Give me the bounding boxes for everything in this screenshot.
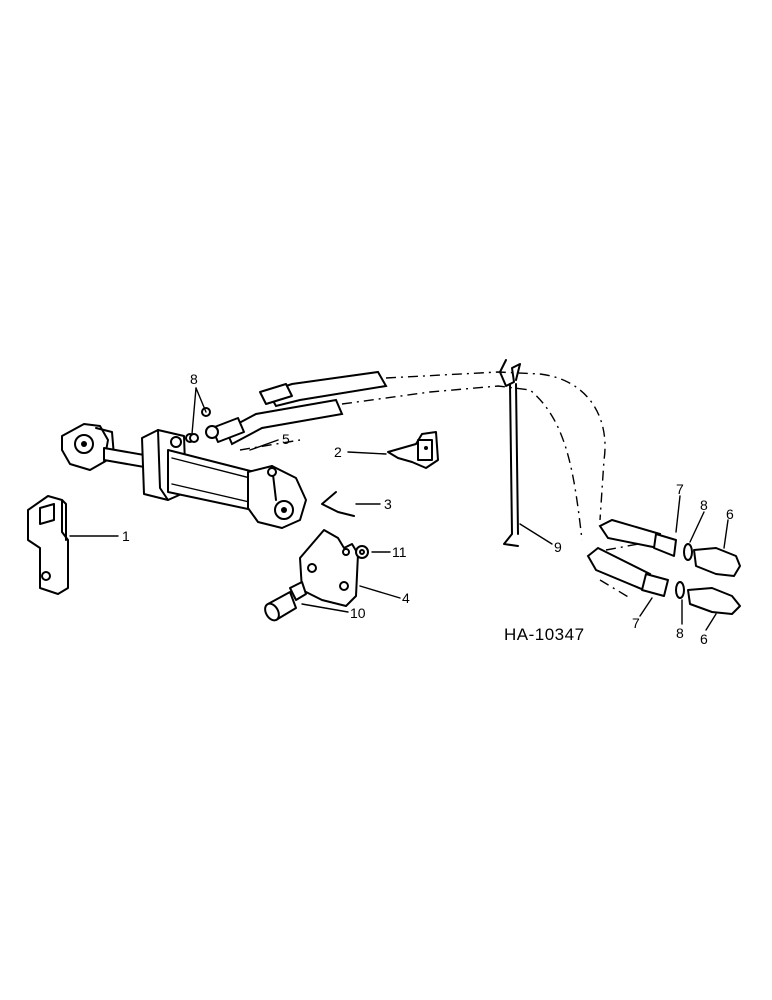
callout-9: 9 [554, 539, 562, 555]
hitch-pin-part [321, 491, 381, 517]
hose-route-line-a [385, 371, 606, 521]
callout-4: 4 [402, 590, 410, 606]
leader-6b [705, 613, 717, 631]
leader-8b [689, 511, 705, 543]
callout-2: 2 [334, 444, 342, 460]
collar-pin-part [264, 581, 349, 622]
mounting-plate-part [299, 529, 401, 607]
callout-10: 10 [350, 605, 366, 621]
callout-8c: 8 [676, 625, 684, 641]
callout-1: 1 [122, 528, 130, 544]
leader-7b [639, 597, 653, 617]
callout-7b: 7 [632, 615, 640, 631]
callout-11: 11 [392, 544, 407, 560]
mounting-bracket-part [347, 431, 439, 469]
callout-3: 3 [384, 496, 392, 512]
callout-8a: 8 [190, 371, 198, 387]
hose-route-line-b [341, 385, 583, 541]
hose-route-line-c [239, 439, 301, 451]
hydraulic-cylinder-part [61, 423, 307, 529]
leader-7a [675, 495, 681, 533]
leader-5 [249, 439, 279, 451]
callout-6a: 6 [726, 506, 734, 522]
callout-6b: 6 [700, 631, 708, 647]
washer-part [355, 545, 391, 559]
callout-7a: 7 [676, 481, 684, 497]
callout-5: 5 [282, 431, 290, 447]
callout-8b: 8 [700, 497, 708, 513]
leader-6a [723, 519, 729, 549]
figure-code: HA-10347 [504, 625, 585, 644]
hose-assembly-upper [189, 370, 388, 446]
clevis-bracket-part [27, 495, 119, 595]
hose-end-fittings [586, 518, 741, 615]
hose-route-line-e [599, 579, 631, 599]
hose-support-rod-part [499, 359, 553, 547]
